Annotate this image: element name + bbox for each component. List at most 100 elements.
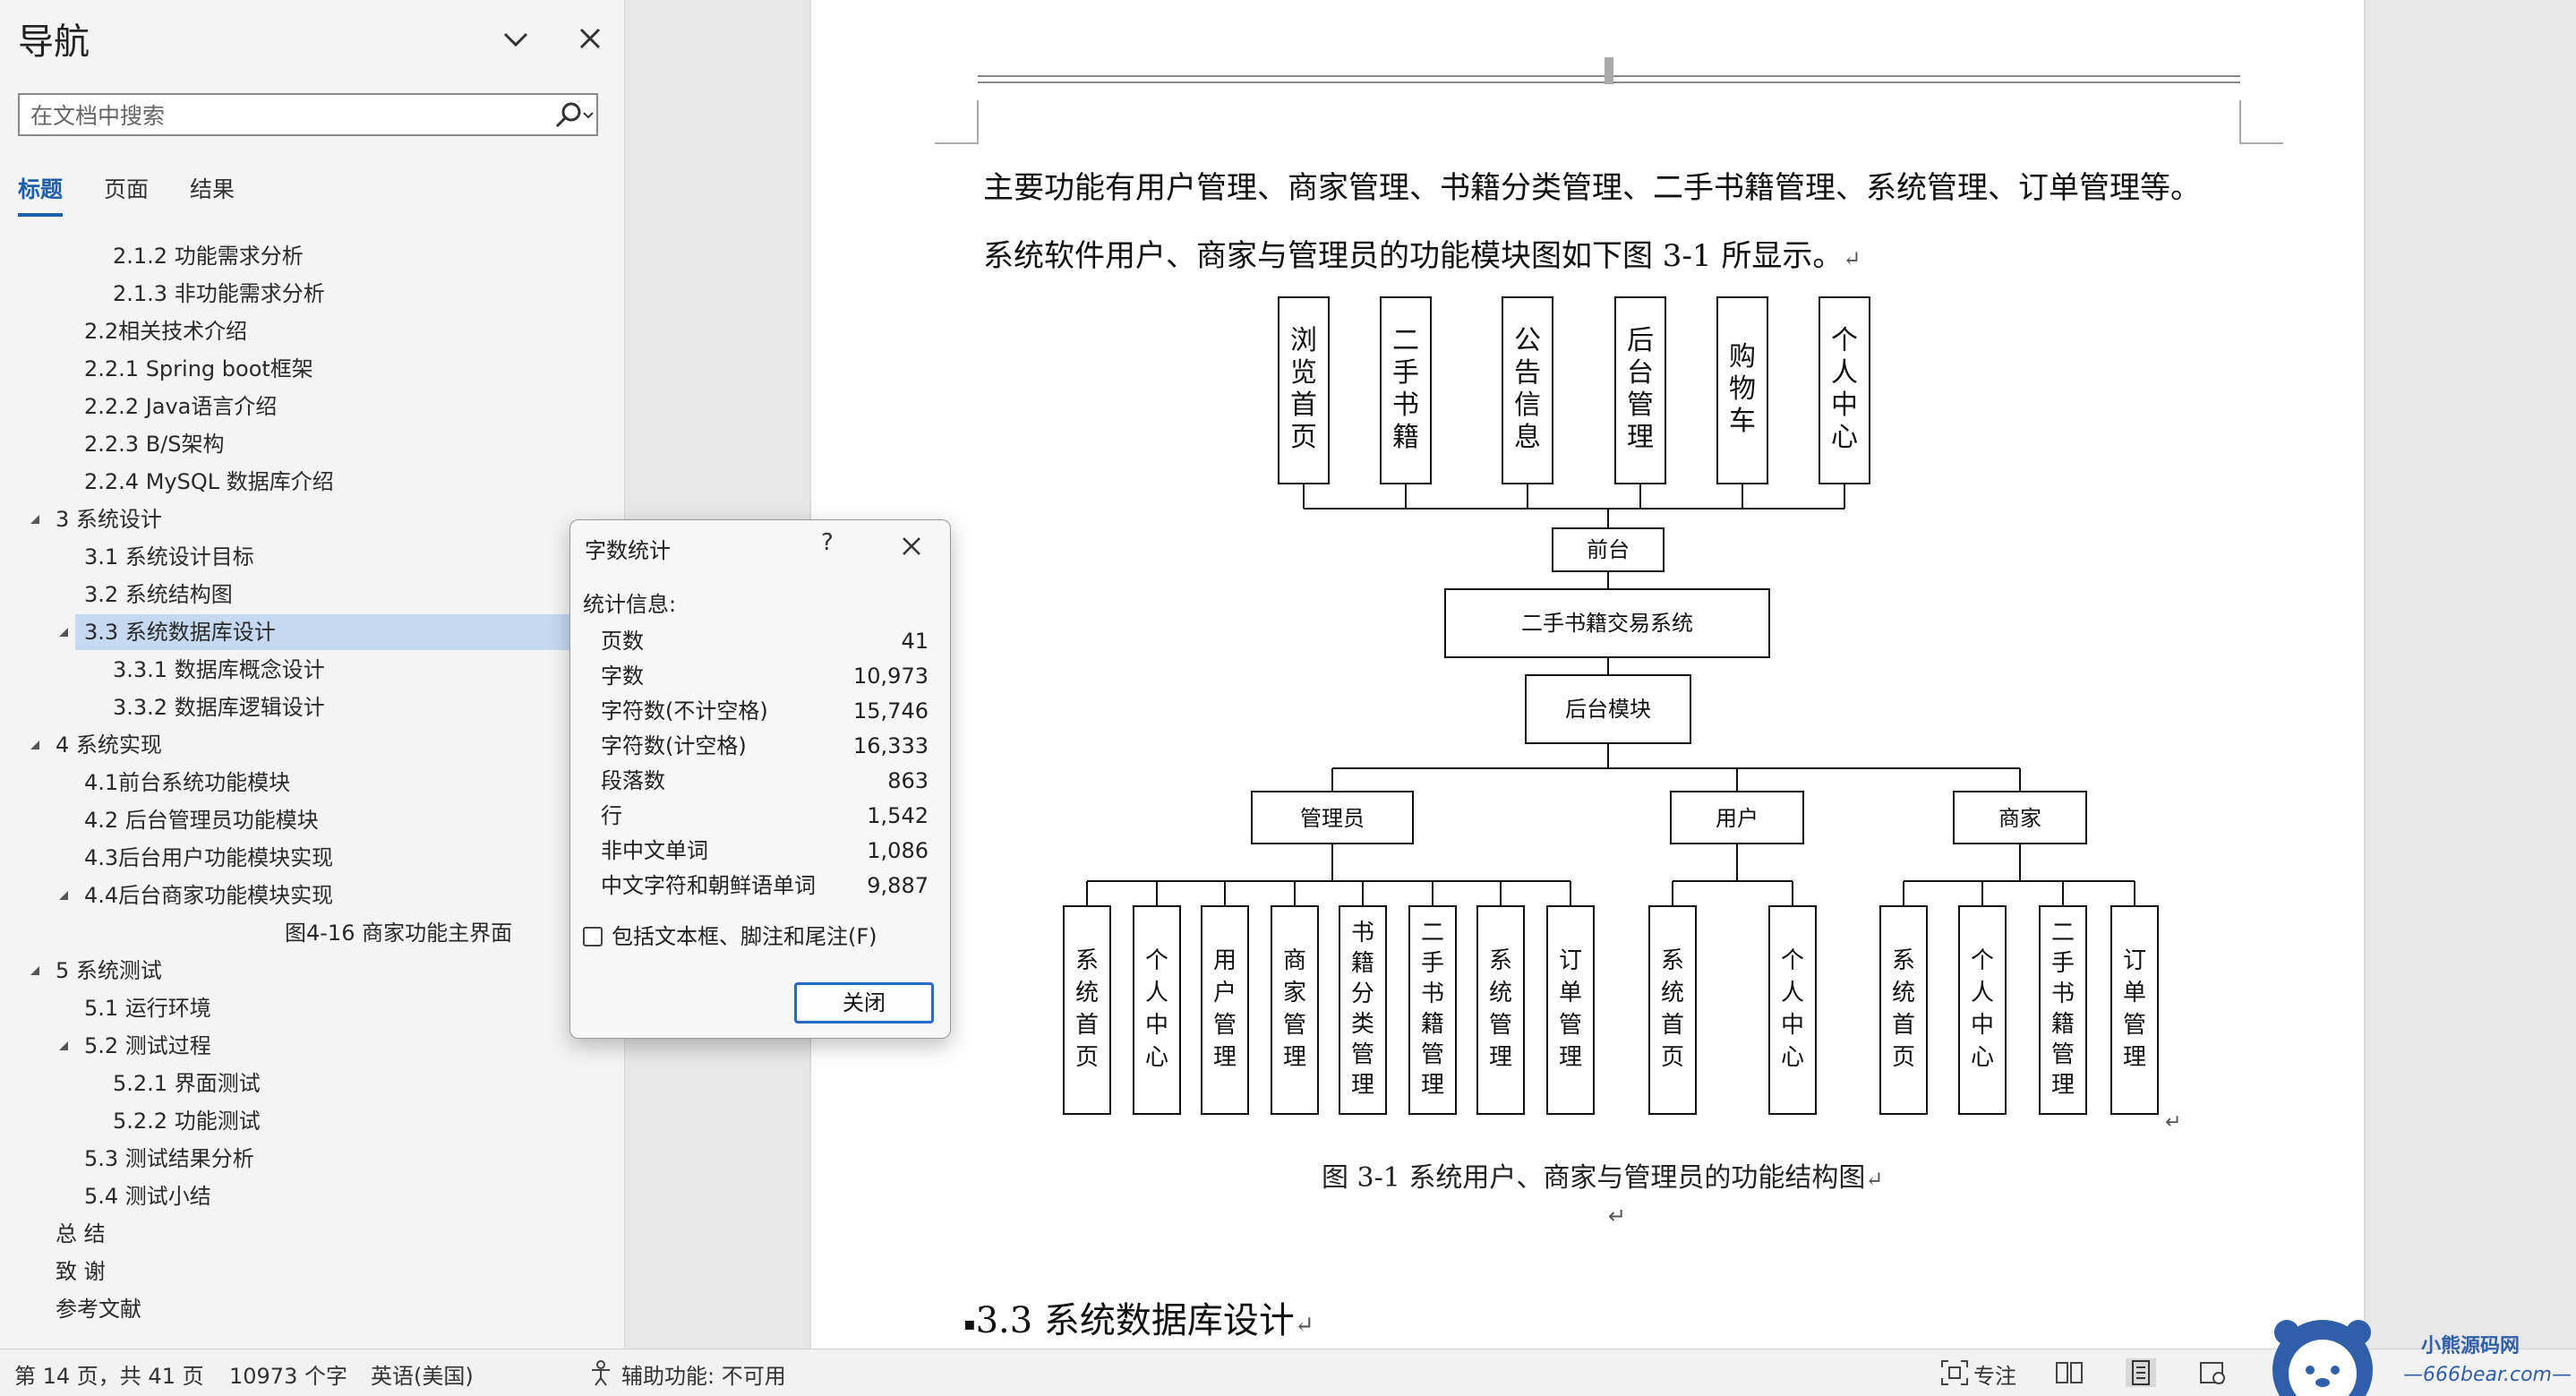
- diagram-label-char: 心: [1145, 1044, 1168, 1071]
- nav-heading-item[interactable]: 2.1.2 功能需求分析: [0, 238, 625, 274]
- tab-pages[interactable]: 页面: [104, 176, 150, 202]
- nav-heading-item[interactable]: 3.3.1 数据库概念设计: [0, 652, 625, 688]
- nav-heading-item[interactable]: 2.2.3 B/S架构: [0, 426, 625, 462]
- diagram-label-char: 购: [1729, 341, 1756, 373]
- close-button[interactable]: 关闭: [794, 982, 934, 1023]
- word-count-indicator[interactable]: 10973 个字: [229, 1364, 347, 1389]
- diagram-label-char: 人: [1971, 980, 1994, 1006]
- status-bar: 第 14 页，共 41 页 10973 个字 英语(美国) 辅助功能: 不可用 …: [0, 1349, 2576, 1396]
- figure-caption: 图 3-1 系统用户、商家与管理员的功能结构图↵: [1322, 1162, 1884, 1194]
- nav-heading-label: 5.3 测试结果分析: [84, 1146, 254, 1171]
- diagram-label-char: 分: [1351, 981, 1374, 1007]
- print-layout-icon[interactable]: [2126, 1358, 2156, 1387]
- diagram-label-char: 理: [2123, 1044, 2146, 1071]
- nav-heading-item[interactable]: 3.3 系统数据库设计: [59, 614, 625, 650]
- include-textboxes-checkbox[interactable]: 包括文本框、脚注和尾注(F): [583, 921, 941, 952]
- nav-heading-item[interactable]: 5.2.1 界面测试: [0, 1066, 625, 1101]
- diagram-label-char: 心: [1781, 1044, 1804, 1071]
- collapse-triangle-icon[interactable]: [57, 889, 70, 902]
- function-box: [1768, 905, 1817, 1115]
- nav-heading-item[interactable]: 2.2相关技术介绍: [0, 313, 625, 349]
- header-rule: [935, 57, 2283, 144]
- search-input[interactable]: [30, 100, 532, 131]
- nav-heading-item[interactable]: 5.2.2 功能测试: [0, 1103, 625, 1139]
- web-layout-icon[interactable]: [2197, 1358, 2228, 1387]
- collapse-triangle-icon[interactable]: [57, 1040, 70, 1052]
- function-box: [1879, 905, 1928, 1115]
- diagram-label-char: 后: [1627, 325, 1654, 356]
- nav-heading-item[interactable]: 图4-16 商家功能主界面: [0, 915, 625, 951]
- language-indicator[interactable]: 英语(美国): [371, 1364, 474, 1389]
- diagram-label-char: 中: [1145, 1012, 1168, 1039]
- page-indicator[interactable]: 第 14 页，共 41 页: [14, 1364, 204, 1389]
- nav-heading-label: 4 系统实现: [56, 732, 162, 758]
- function-box: [1958, 905, 2007, 1115]
- close-icon[interactable]: [896, 531, 927, 561]
- document-page[interactable]: 主要功能有用户管理、商家管理、书籍分类管理、二手书籍管理、系统管理、订单管理等。…: [811, 0, 2364, 1349]
- focus-icon[interactable]: [1939, 1358, 1970, 1387]
- nav-heading-item[interactable]: 2.1.3 非功能需求分析: [0, 276, 625, 312]
- focus-mode-label[interactable]: 专注: [1973, 1364, 2016, 1389]
- read-mode-icon[interactable]: [2054, 1358, 2084, 1387]
- nav-heading-item[interactable]: 4 系统实现: [0, 727, 625, 763]
- nav-heading-label: 3 系统设计: [56, 507, 162, 532]
- function-box: [2110, 905, 2159, 1115]
- diagram-label-char: 览: [1290, 357, 1317, 389]
- diagram-label-char: 息: [1514, 422, 1541, 453]
- close-icon[interactable]: [573, 21, 607, 56]
- nav-heading-item[interactable]: 2.2.4 MySQL 数据库介绍: [0, 464, 625, 500]
- nav-heading-item[interactable]: 5.1 运行环境: [0, 990, 625, 1026]
- function-box: [1063, 905, 1111, 1115]
- navigation-pane: 导航 标题 页面 结果 2.1.2 功能需求分析 2.1.3 非功能需求分析 2.2…: [0, 0, 625, 1349]
- stat-label: 中文字符和朝鲜语单词: [601, 873, 816, 898]
- nav-heading-label: 2.1.3 非功能需求分析: [113, 281, 325, 306]
- search-icon[interactable]: [550, 100, 595, 131]
- stat-value: 9,887: [867, 873, 929, 898]
- nav-heading-label: 图4-16 商家功能主界面: [285, 921, 513, 946]
- stat-row: 字符数(计空格)16,333: [601, 729, 929, 763]
- nav-heading-item[interactable]: 致 谢: [0, 1254, 625, 1289]
- nav-heading-item[interactable]: 5.2 测试过程: [0, 1028, 625, 1064]
- collapse-triangle-icon[interactable]: [29, 513, 41, 526]
- nav-heading-item[interactable]: 3 系统设计: [0, 501, 625, 537]
- nav-heading-item[interactable]: 4.4后台商家功能模块实现: [0, 878, 625, 913]
- collapse-triangle-icon[interactable]: [29, 964, 41, 977]
- nav-heading-item[interactable]: 总 结: [0, 1216, 625, 1252]
- tab-headings[interactable]: 标题: [18, 172, 64, 217]
- nav-heading-item[interactable]: 3.1 系统设计目标: [0, 539, 625, 575]
- function-box: [2039, 905, 2087, 1115]
- nav-heading-item[interactable]: 参考文献: [0, 1291, 625, 1327]
- nav-heading-label: 2.2相关技术介绍: [84, 319, 248, 344]
- nav-heading-item[interactable]: 5.4 测试小结: [0, 1178, 625, 1214]
- nav-heading-item[interactable]: 4.3后台用户功能模块实现: [0, 840, 625, 876]
- help-icon[interactable]: ?: [821, 529, 834, 556]
- collapse-triangle-icon[interactable]: [57, 626, 70, 638]
- paragraph-2: 系统软件用户、商家与管理员的功能模块图如下图 3-1 所显示。↵: [983, 238, 1861, 274]
- nav-heading-item[interactable]: 2.2.1 Spring boot框架: [0, 351, 625, 387]
- nav-heading-item[interactable]: 4.1前台系统功能模块: [0, 765, 625, 801]
- checkbox-box[interactable]: [583, 927, 603, 946]
- collapse-triangle-icon[interactable]: [29, 739, 41, 751]
- diagram-label: 管理员: [1300, 806, 1365, 831]
- nav-heading-item[interactable]: 3.2 系统结构图: [0, 577, 625, 612]
- chevron-down-icon[interactable]: [500, 23, 532, 56]
- accessibility-status[interactable]: 辅助功能: 不可用: [621, 1364, 786, 1389]
- nav-heading-item[interactable]: 2.2.2 Java语言介绍: [0, 389, 625, 424]
- paragraph-mark: ↵: [2165, 1111, 2181, 1134]
- nav-heading-label: 4.3后台用户功能模块实现: [84, 845, 334, 870]
- function-box: [1648, 905, 1697, 1115]
- diagram-label-char: 书: [1351, 920, 1374, 946]
- function-box: [1201, 905, 1249, 1115]
- diagram-label-char: 管: [2051, 1041, 2075, 1068]
- nav-heading-item[interactable]: 3.3.2 数据库逻辑设计: [0, 689, 625, 725]
- accessibility-icon[interactable]: [587, 1358, 618, 1387]
- nav-title: 导航: [18, 21, 90, 63]
- nav-heading-item[interactable]: 5.3 测试结果分析: [0, 1141, 625, 1177]
- nav-heading-item[interactable]: 5 系统测试: [0, 953, 625, 989]
- nav-heading-item[interactable]: 4.2 后台管理员功能模块: [0, 802, 625, 838]
- tab-results[interactable]: 结果: [190, 176, 235, 202]
- diagram-label-char: 订: [1559, 947, 1582, 974]
